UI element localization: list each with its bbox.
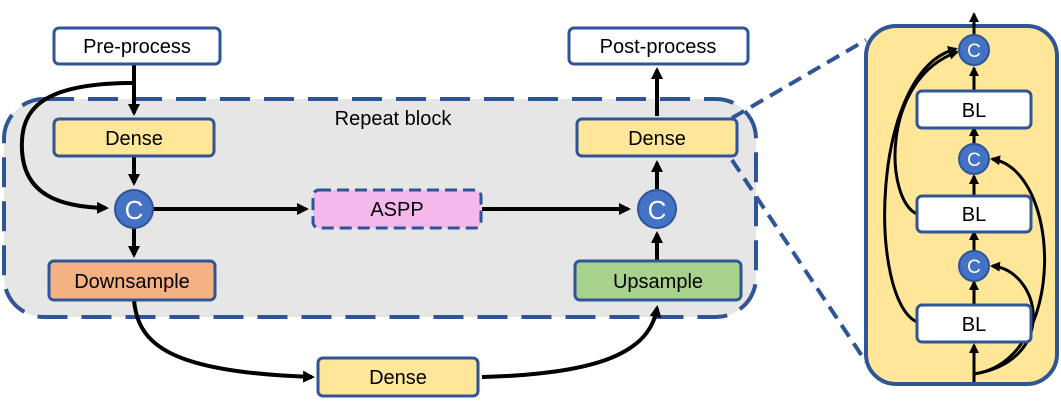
downsample-label: Downsample xyxy=(74,271,190,293)
zoom-line-top xyxy=(730,38,868,120)
post-process-node: Post-process xyxy=(567,26,750,66)
detail-skip-input-to-concat-middle xyxy=(973,155,1047,376)
detail-concat-middle: C xyxy=(958,143,990,175)
edge-preprocess-skip-to-concat xyxy=(19,81,135,214)
detail-concat-bottom: C xyxy=(958,250,990,282)
bl-bottom-label: BL xyxy=(962,314,986,336)
upsample-label: Upsample xyxy=(613,271,703,293)
concat-left-label: C xyxy=(125,195,144,225)
downsample-node: Downsample xyxy=(47,259,217,302)
detail-concat-top: C xyxy=(958,34,990,66)
dense-right-node: Dense xyxy=(575,117,739,158)
bl-middle-label: BL xyxy=(962,204,986,226)
zoom-line-bottom xyxy=(730,158,868,364)
post-process-label: Post-process xyxy=(600,36,717,58)
dense-bottom-node: Dense xyxy=(316,356,480,398)
detail-skip-input-to-concat-bottom xyxy=(973,261,1035,376)
detail-concat-top-label: C xyxy=(967,41,981,62)
dense-right-label: Dense xyxy=(628,128,686,150)
detail-concat-middle-label: C xyxy=(967,150,981,171)
detail-skip-bl-middle-to-concat-top xyxy=(893,50,959,216)
dense-bottom-label: Dense xyxy=(369,367,427,389)
dense-left-node: Dense xyxy=(52,117,216,158)
upsample-node: Upsample xyxy=(573,259,743,302)
pre-process-node: Pre-process xyxy=(52,26,222,66)
edge-dense-bottom-to-upsample xyxy=(481,305,662,379)
concat-right-label: C xyxy=(648,195,667,225)
bl-node-top: BL xyxy=(915,89,1033,130)
edge-downsample-to-dense-bottom xyxy=(132,299,315,383)
detail-concat-bottom-label: C xyxy=(967,257,981,278)
dense-left-label: Dense xyxy=(105,128,163,150)
aspp-node: ASPP xyxy=(311,188,483,230)
concat-node-left: C xyxy=(114,189,154,229)
concat-node-right: C xyxy=(637,189,677,229)
bl-top-label: BL xyxy=(962,100,986,122)
repeat-block-label: Repeat block xyxy=(335,108,453,130)
aspp-label: ASPP xyxy=(370,199,423,221)
pre-process-label: Pre-process xyxy=(83,36,191,58)
detail-skip-bl-bottom-to-concat-top xyxy=(883,46,958,324)
bl-node-bottom: BL xyxy=(915,303,1033,344)
bl-node-middle: BL xyxy=(915,194,1033,234)
